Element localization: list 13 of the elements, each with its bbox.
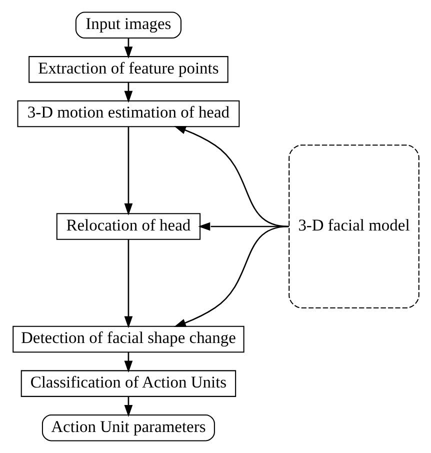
arrow	[124, 239, 132, 328]
node-box: Classification of Action Units	[20, 370, 236, 397]
node-box: Action Unit parameters	[41, 414, 214, 442]
node-box: 3-D facial model	[288, 144, 419, 308]
node-box: Input images	[74, 12, 181, 39]
node-box: Extraction of feature points	[28, 56, 228, 83]
arrow	[173, 226, 288, 328]
arrow	[198, 222, 289, 231]
node-box: 3-D motion estimation of head	[16, 100, 240, 128]
node-box: Detection of facial shape change	[12, 326, 244, 353]
arrow	[124, 126, 132, 216]
arrow	[173, 126, 288, 228]
node-box: Relocation of head	[56, 213, 200, 240]
